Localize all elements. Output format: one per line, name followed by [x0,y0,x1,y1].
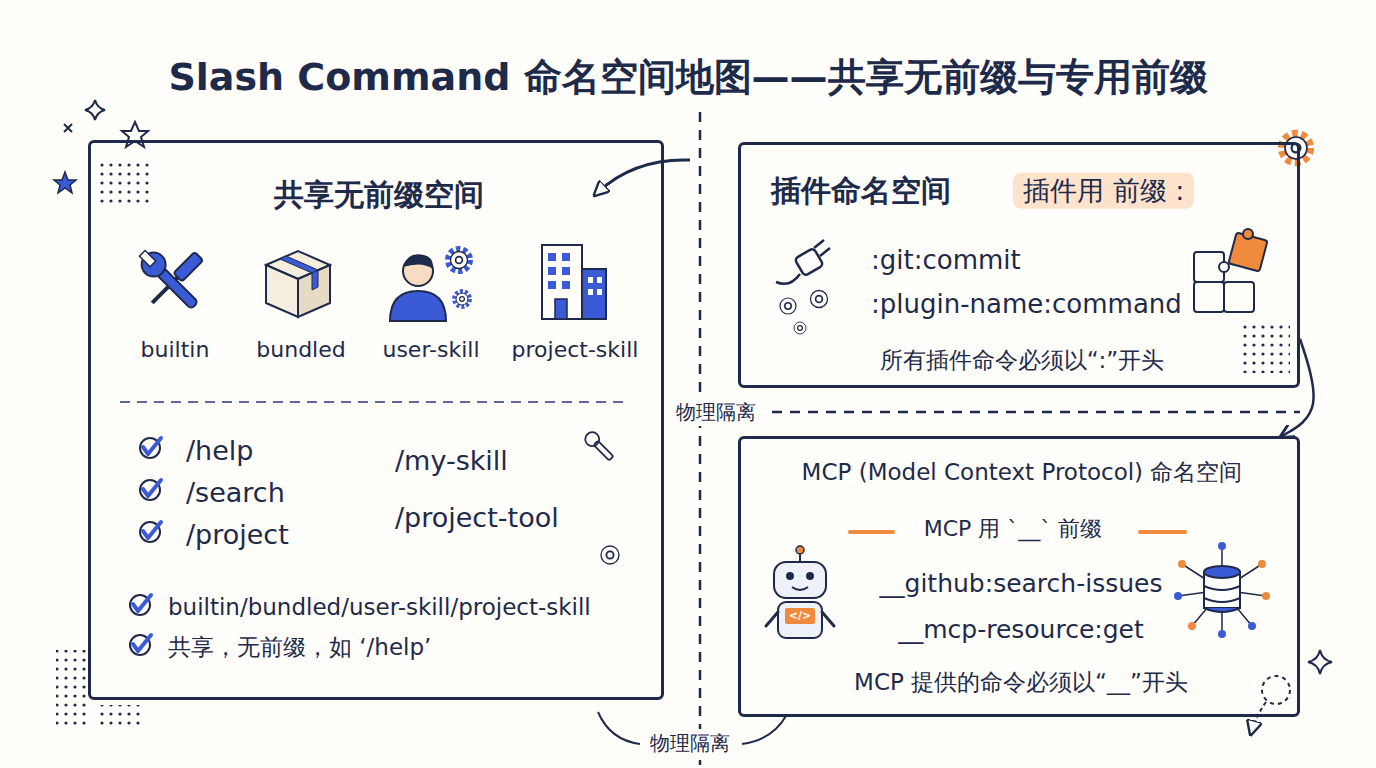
command-name: /project [186,519,289,551]
bracket-curve [598,712,640,744]
flow-arrow [1282,339,1314,436]
box-heading: 共享无前缀空间 [274,177,484,213]
tools-icon [134,245,203,314]
code-symbol: </> [789,609,811,622]
robot-icon [766,546,834,638]
pointer-arrow [598,160,690,192]
box-icon [266,251,330,317]
box-heading: 插件命名空间 [771,173,951,209]
summary-note: builtin/bundled/user-skill/project-skill [168,594,591,622]
user-icon [390,249,470,321]
command-name: /help [186,435,253,467]
vertical-divider [699,112,702,765]
plug-icon [776,240,830,284]
orange-dash [850,530,893,534]
building-icon [542,245,606,319]
command-name: /my-skill [395,445,508,477]
separation-label: 物理隔离 [666,398,766,426]
gear-icon [778,296,799,317]
gear-icon [598,543,621,566]
bracket-curve [742,716,786,744]
shared-namespace-box: 共享无前缀空间 builtin bundled user-skill project-s… [88,140,664,700]
diagram-title: Slash Command 命名空间地图——共享无前缀与专用前缀 [168,55,1207,101]
check-marks [130,438,161,655]
horizontal-divider [772,411,1300,414]
source-label: bundled [256,337,345,363]
gear-icon [808,288,830,310]
command-name: :plugin-name:command [871,289,1182,320]
rule-note: MCP 提供的命令必须以“__”开头 [854,669,1188,697]
orange-dash [1140,530,1185,534]
plugin-namespace-box: 插件命名空间 插件用 前缀 ::git:commit:plugin-name:co… [738,142,1300,388]
summary-note: 共享，无前缀，如 ‘/help’ [168,634,431,662]
box-heading: MCP (Model Context Protocol) 命名空间 [802,459,1243,487]
command-name: /project-tool [395,502,559,534]
gear-icon [1282,134,1311,163]
gear-icon [792,320,808,336]
puzzle-icon [1194,229,1268,312]
dashed-separator [120,401,628,403]
source-label: builtin [141,337,210,363]
database-network-icon [1174,542,1270,638]
command-name: :git:commit [871,245,1021,276]
separation-label: 物理隔离 [640,729,740,757]
small-wrench-icon [582,429,616,463]
decoration-stars [54,100,1332,674]
decoration-dots [56,158,1290,725]
command-name: /search [186,477,285,509]
dashed-circle [1262,676,1290,704]
prefix-note: MCP 用 `__` 前缀 [924,516,1103,542]
source-label: user-skill [382,337,479,363]
prefix-highlight: 插件用 前缀 : [1013,173,1194,209]
rule-note: 所有插件命令必须以“:”开头 [880,347,1165,375]
mcp-namespace-box: MCP (Model Context Protocol) 命名空间 MCP 用 `… [738,436,1300,717]
source-label: project-skill [512,337,639,363]
command-name: __mcp-resource:get [898,615,1144,645]
command-name: __github:search-issues [880,569,1163,599]
